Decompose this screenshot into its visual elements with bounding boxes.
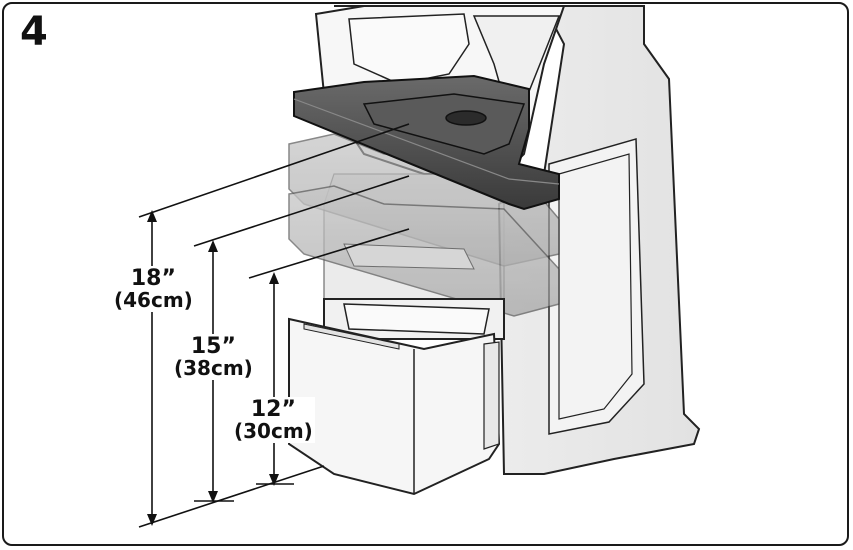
dimension-metric: (46cm) xyxy=(114,288,193,313)
dimension-label-18in: 18” (46cm) xyxy=(112,266,195,313)
dimension-label-12in: 12” (30cm) xyxy=(232,397,315,444)
dimension-imperial: 12” xyxy=(250,397,296,422)
dimension-metric: (30cm) xyxy=(234,419,313,444)
dimension-metric: (38cm) xyxy=(174,356,253,381)
dimension-lines xyxy=(138,123,410,528)
top-shelf xyxy=(293,74,560,211)
dimension-imperial: 15” xyxy=(190,334,236,359)
base-bin xyxy=(288,298,505,496)
step-number: 4 xyxy=(20,9,48,55)
assembly-illustration xyxy=(138,5,701,528)
dimension-label-15in: 15” (38cm) xyxy=(172,334,255,381)
dimension-imperial: 18” xyxy=(130,266,176,291)
dimension-arrows xyxy=(147,210,279,526)
